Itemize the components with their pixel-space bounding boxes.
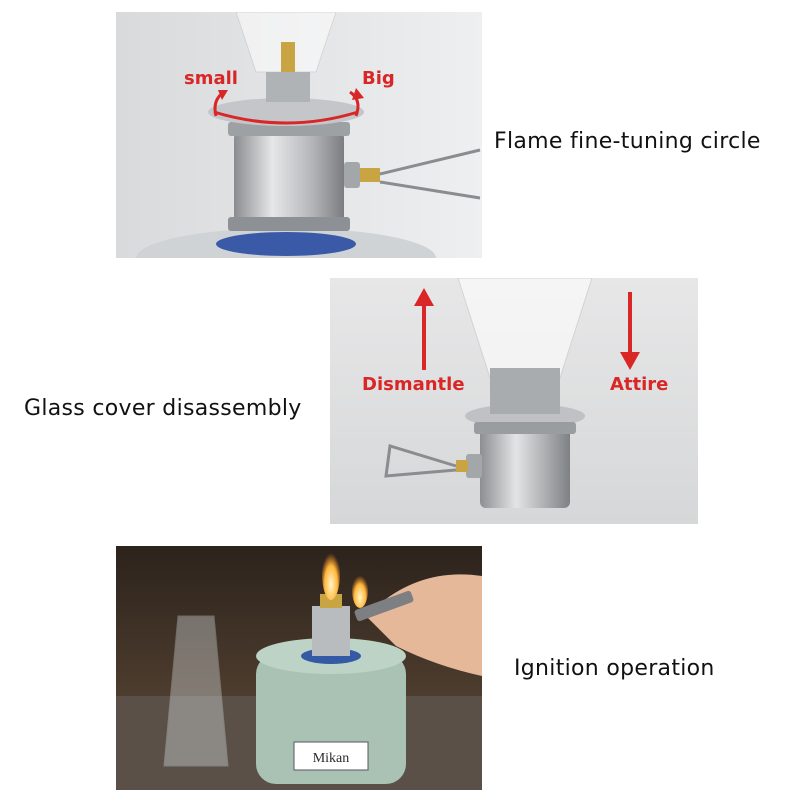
flame-icon <box>322 548 340 600</box>
lantern-assembly-illustration: Dismantle Attire <box>330 278 698 524</box>
arrow-right-icon <box>349 90 360 117</box>
caption-ignition: Ignition operation <box>514 656 715 681</box>
ignition-scene-illustration: Mikan <box>116 546 482 790</box>
annotation-attire: Attire <box>610 374 668 395</box>
caption-flame-tuning: Flame fine-tuning circle <box>494 129 761 154</box>
caption-glass-cover: Glass cover disassembly <box>24 396 302 421</box>
photo-glass-cover: Dismantle Attire <box>330 278 698 524</box>
annotation-dismantle: Dismantle <box>362 374 465 395</box>
lantern-closeup-illustration: small Big <box>116 12 482 258</box>
photo-flame-tuning: small Big <box>116 12 482 258</box>
annotation-big: Big <box>362 68 395 89</box>
annotation-small: small <box>184 68 238 89</box>
photo-ignition: Mikan <box>116 546 482 790</box>
product-label: Mikan <box>313 751 350 766</box>
